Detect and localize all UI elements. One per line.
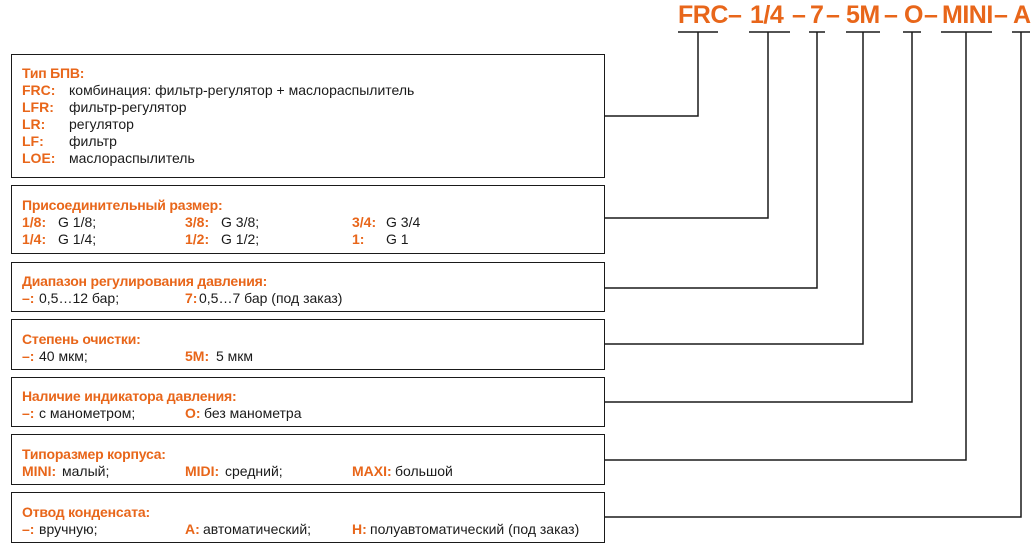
option-value: 0,5…12 бар; bbox=[39, 290, 120, 306]
option-key: 1: bbox=[352, 231, 365, 247]
option-value: автоматический; bbox=[203, 521, 312, 537]
option-key: LR: bbox=[22, 116, 46, 132]
leader-size bbox=[605, 32, 769, 219]
option-key: MINI: bbox=[22, 463, 57, 479]
code-part-size: 1/4 bbox=[750, 1, 784, 29]
box-port-size: Присоединительный размер: 1/8: G 1/8; 3/8… bbox=[11, 185, 605, 254]
leader-gauge bbox=[605, 32, 913, 403]
option-value: фильтр bbox=[69, 133, 117, 149]
box-title: Наличие индикатора давления: bbox=[22, 388, 237, 404]
code-separator: – bbox=[728, 1, 742, 29]
leader-pressure bbox=[605, 32, 818, 289]
option-value: средний; bbox=[225, 463, 283, 479]
option-key: –: bbox=[22, 348, 35, 364]
option-value: большой bbox=[395, 463, 453, 479]
code-separator: – bbox=[792, 1, 806, 29]
code-part-body: MINI bbox=[942, 1, 993, 29]
code-separator: – bbox=[924, 1, 938, 29]
option-key: –: bbox=[22, 521, 35, 537]
code-separator: – bbox=[884, 1, 898, 29]
code-part-gauge: O bbox=[904, 1, 923, 29]
option-value: без манометра bbox=[204, 405, 302, 421]
option-value: 5 мкм bbox=[216, 348, 254, 364]
option-key: H: bbox=[352, 521, 367, 537]
model-code: FRC – 1/4 – 7 – 5M – O – MINI – A bbox=[678, 0, 1031, 30]
option-value: G 1/4; bbox=[58, 231, 97, 247]
box-type: Тип БПВ: FRC: комбинация: фильтр-регулято… bbox=[11, 54, 605, 178]
option-key: –: bbox=[22, 290, 35, 306]
box-body-size: Типоразмер корпуса: MINI: малый; MIDI: сре… bbox=[11, 434, 605, 485]
option-value: маслораспылитель bbox=[69, 150, 195, 166]
option-key: 7: bbox=[185, 290, 198, 306]
option-key: LOE: bbox=[22, 150, 56, 166]
box-title: Типоразмер корпуса: bbox=[22, 446, 166, 462]
leader-body bbox=[605, 32, 967, 461]
option-value: G 3/8; bbox=[221, 214, 260, 230]
box-title: Степень очистки: bbox=[22, 331, 141, 347]
option-value: G 1 bbox=[386, 231, 409, 247]
code-separator: – bbox=[826, 1, 840, 29]
option-value: 40 мкм; bbox=[39, 348, 88, 364]
option-key: 1/8: bbox=[22, 214, 47, 230]
option-value: фильтр-регулятор bbox=[69, 99, 187, 115]
code-part-filter: 5M bbox=[846, 1, 880, 29]
box-pressure-gauge: Наличие индикатора давления: –:с маномет… bbox=[11, 377, 605, 427]
option-value: вручную; bbox=[39, 521, 98, 537]
option-key: FRC: bbox=[22, 82, 56, 98]
option-key: 1/2: bbox=[185, 231, 210, 247]
leader-drain bbox=[605, 32, 1022, 518]
option-key: 3/8: bbox=[185, 214, 210, 230]
code-separator: – bbox=[994, 1, 1008, 29]
option-value: с манометром; bbox=[39, 405, 136, 421]
option-key: MIDI: bbox=[185, 463, 220, 479]
code-part-pressure: 7 bbox=[810, 1, 824, 29]
option-key: 5M: bbox=[185, 348, 210, 364]
option-key: 1/4: bbox=[22, 231, 47, 247]
option-value: G 3/4 bbox=[386, 214, 421, 230]
option-value: G 1/2; bbox=[221, 231, 260, 247]
leader-type bbox=[605, 32, 699, 117]
option-value: полуавтоматический (под заказ) bbox=[370, 521, 580, 537]
box-condensate-drain: Отвод конденсата: –:вручную; A:автоматич… bbox=[11, 492, 605, 543]
option-key: MAXI: bbox=[352, 463, 392, 479]
box-title: Тип БПВ: bbox=[22, 65, 85, 81]
option-value: 0,5…7 бар (под заказ) bbox=[199, 290, 343, 306]
option-value: малый; bbox=[62, 463, 110, 479]
option-value: G 1/8; bbox=[58, 214, 97, 230]
box-title: Отвод конденсата: bbox=[22, 504, 150, 520]
option-key: –: bbox=[22, 405, 35, 421]
box-pressure-range: Диапазон регулирования давления: –:0,5…1… bbox=[11, 262, 605, 312]
leader-filter bbox=[605, 32, 864, 345]
option-key: LF: bbox=[22, 133, 44, 149]
box-filtration: Степень очистки: –:40 мкм; 5M: 5 мкм bbox=[11, 319, 605, 370]
box-title: Присоединительный размер: bbox=[22, 197, 223, 213]
option-key: 3/4: bbox=[352, 214, 377, 230]
code-part-type: FRC bbox=[678, 1, 728, 29]
code-part-drain: A bbox=[1013, 1, 1031, 29]
box-title: Диапазон регулирования давления: bbox=[22, 273, 268, 289]
option-key: LFR: bbox=[22, 99, 54, 115]
option-value: комбинация: фильтр-регулятор + маслорасп… bbox=[69, 82, 415, 98]
option-key: A: bbox=[185, 521, 200, 537]
option-key: O: bbox=[185, 405, 201, 421]
option-value: регулятор bbox=[69, 116, 134, 132]
